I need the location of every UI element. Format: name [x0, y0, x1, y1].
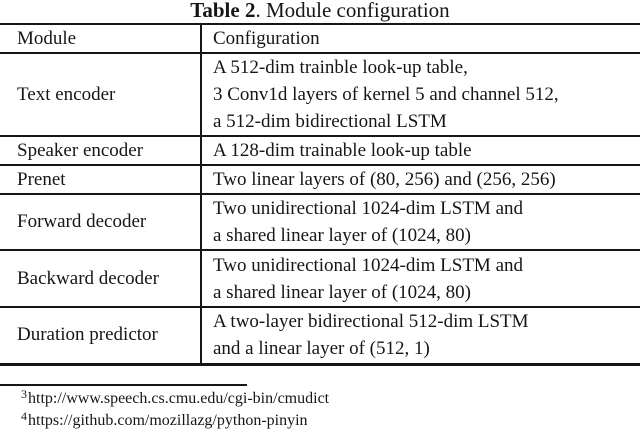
- config-line: and a linear layer of (512, 1): [213, 338, 430, 360]
- config-line: Two linear layers of (80, 256) and (256,…: [213, 169, 556, 190]
- config-line: Two unidirectional 1024-dim LSTM and: [213, 198, 524, 219]
- module-cell: Text encoder: [0, 53, 202, 136]
- table-row-backward-decoder: Backward decoder Two unidirectional 1024…: [0, 250, 640, 307]
- config-line: a shared linear layer of (1024, 80): [213, 225, 471, 246]
- table-row-speaker-encoder: Speaker encoder A 128-dim trainable look…: [0, 136, 640, 165]
- table-row-duration-predictor: Duration predictor A two-layer bidirecti…: [0, 307, 640, 364]
- table-caption-label: Table 2: [190, 0, 256, 22]
- footnote-text: https://github.com/mozillazg/python-piny…: [28, 412, 308, 429]
- header-row: Module Configuration: [0, 24, 640, 53]
- config-cell: A 512-dim trainble look-up table, 3 Conv…: [201, 53, 640, 136]
- footnote-marker: 3: [21, 387, 27, 401]
- module-cell: Backward decoder: [0, 250, 202, 307]
- footnote-marker: 4: [21, 409, 27, 423]
- table-row-forward-decoder: Forward decoder Two unidirectional 1024-…: [0, 194, 640, 250]
- module-cell: Prenet: [0, 165, 202, 194]
- config-cell: A two-layer bidirectional 512-dim LSTM a…: [201, 307, 640, 364]
- module-cell: Speaker encoder: [0, 136, 202, 165]
- table-caption-text: . Module configuration: [255, 0, 450, 22]
- footnote-rule: [0, 384, 247, 386]
- config-cell: Two unidirectional 1024-dim LSTM and a s…: [201, 250, 640, 307]
- table-caption: Table 2. Module configuration: [0, 0, 640, 23]
- config-line: a 512-dim bidirectional LSTM: [213, 111, 447, 132]
- header-configuration: Configuration: [213, 27, 320, 49]
- footnote-cmudict: 3http://www.speech.cs.cmu.edu/cgi-bin/cm…: [21, 387, 330, 410]
- module-configuration-table: Module Configuration Text encoder A 512-…: [0, 23, 640, 366]
- module-cell: Forward decoder: [0, 194, 202, 250]
- config-line: 3 Conv1d layers of kernel 5 and channel …: [213, 84, 559, 105]
- config-line: A two-layer bidirectional 512-dim LSTM: [213, 311, 529, 333]
- module-cell: Duration predictor: [0, 307, 202, 364]
- config-cell: Two unidirectional 1024-dim LSTM and a s…: [201, 194, 640, 250]
- config-line: a shared linear layer of (1024, 80): [213, 281, 471, 303]
- table-row-prenet: Prenet Two linear layers of (80, 256) an…: [0, 165, 640, 194]
- config-line: A 128-dim trainable look-up table: [213, 140, 472, 161]
- footnote-python-pinyin: 4https://github.com/mozillazg/python-pin…: [21, 409, 308, 432]
- config-cell: Two linear layers of (80, 256) and (256,…: [201, 165, 640, 194]
- footnote-text: http://www.speech.cs.cmu.edu/cgi-bin/cmu…: [28, 390, 330, 407]
- table-row-text-encoder: Text encoder A 512-dim trainble look-up …: [0, 53, 640, 136]
- config-line: A 512-dim trainble look-up table,: [213, 57, 468, 78]
- config-line: Two unidirectional 1024-dim LSTM and: [213, 254, 524, 276]
- config-cell: A 128-dim trainable look-up table: [201, 136, 640, 165]
- header-module: Module: [0, 24, 202, 53]
